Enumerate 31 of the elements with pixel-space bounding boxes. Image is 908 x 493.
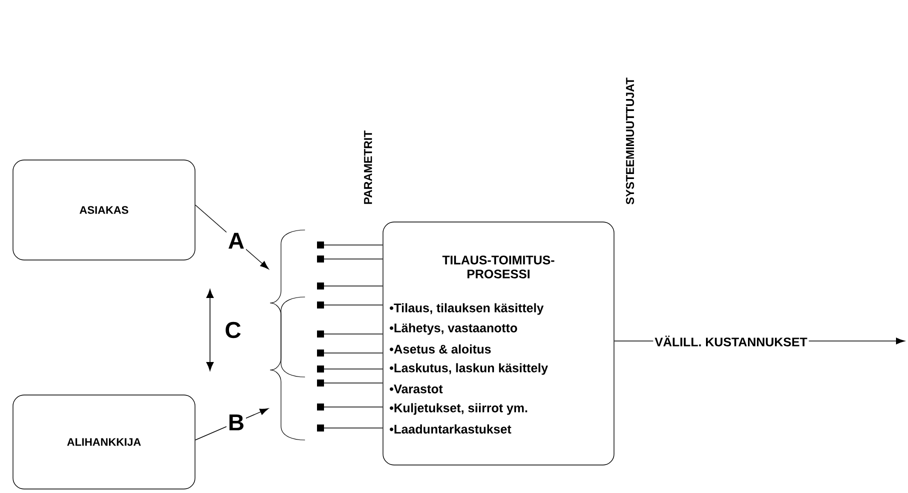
edge-label: A [226,231,246,250]
parameter-line [317,350,383,356]
edge-label: B [226,413,246,432]
arrow [195,204,269,270]
list-item: •Tilaus, tilauksen käsittely [390,303,544,315]
axis-label: SYSTEEMIMUUTTUJAT [626,78,634,204]
list-item: •Varastot [390,384,443,394]
parameter-line [317,282,383,290]
list-item: •Laaduntarkastukset [390,424,512,434]
brace [270,230,306,378]
parameter-line [317,330,383,338]
process-box [382,222,614,466]
arrow [195,408,269,440]
parameter-line [317,256,383,262]
parameter-line [317,424,383,432]
edge-label: VÄLILL. KUSTANNUKSET [653,334,809,348]
process-title: TILAUS-TOIMITUS-PROSESSI [442,256,554,278]
entity-box: ALIHANKKIJA [12,394,196,490]
parameter-line [317,380,383,386]
axis-label: PARAMETRIT [364,130,372,204]
parameter-line [317,242,383,248]
parameter-line [317,302,383,308]
entity-box: ASIAKAS [12,160,196,260]
parameter-line [317,366,383,372]
list-item: •Asetus & aloitus [390,344,491,354]
list-item: •Lähetys, vastaanotto [390,323,518,335]
brace [270,296,306,440]
list-item: •Kuljetukset, siirrot ym. [390,403,528,415]
list-item: •Laskutus, laskun käsittely [390,363,548,375]
letter-label: C [226,322,241,338]
parameter-line [317,404,383,410]
